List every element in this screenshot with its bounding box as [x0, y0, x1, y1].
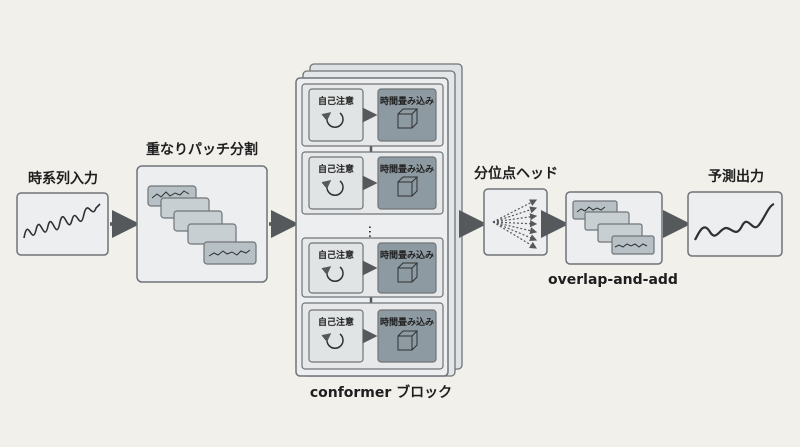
- input-box: [16, 192, 109, 256]
- overlap-add-label: overlap-and-add: [548, 272, 678, 288]
- input-signal-wave: [23, 203, 101, 239]
- overlap-add-box: [565, 191, 663, 265]
- head-label: 分位点ヘッド: [474, 166, 558, 182]
- patching-box: [136, 165, 268, 283]
- temporal-conv-label: 時間畳み込み: [380, 163, 434, 175]
- conformer-block-4: 自己注意 時間畳み込み: [301, 302, 444, 370]
- conformer-block-1: 自己注意 時間畳み込み: [301, 83, 444, 147]
- patch-tile-4: [187, 223, 237, 245]
- quantile-head-box: [483, 188, 548, 256]
- conformer-block-2: 自己注意 時間畳み込み: [301, 151, 444, 215]
- output-label: 予測出力: [708, 169, 764, 185]
- input-label: 時系列入力: [28, 171, 98, 187]
- self-attention-label: 自己注意: [318, 316, 354, 328]
- patch-tile-5: [203, 241, 257, 265]
- temporal-conv-label: 時間畳み込み: [380, 316, 434, 328]
- conformer-stack: ··· 自己注意 時間畳み込み 自己注意: [295, 63, 463, 377]
- self-attention-label: 自己注意: [318, 95, 354, 107]
- temporal-conv-label: 時間畳み込み: [380, 95, 434, 107]
- output-signal-wave: [694, 202, 775, 241]
- ellipsis-dots: ···: [361, 225, 377, 238]
- conformer-block-3: 自己注意 時間畳み込み: [301, 237, 444, 298]
- self-attention-label: 自己注意: [318, 163, 354, 175]
- conformer-label: conformer ブロック: [309, 385, 453, 401]
- temporal-conv-label: 時間畳み込み: [380, 249, 434, 261]
- output-box: [687, 191, 783, 257]
- self-attention-label: 自己注意: [318, 249, 354, 261]
- patching-label: 重なりパッチ分割: [146, 142, 258, 158]
